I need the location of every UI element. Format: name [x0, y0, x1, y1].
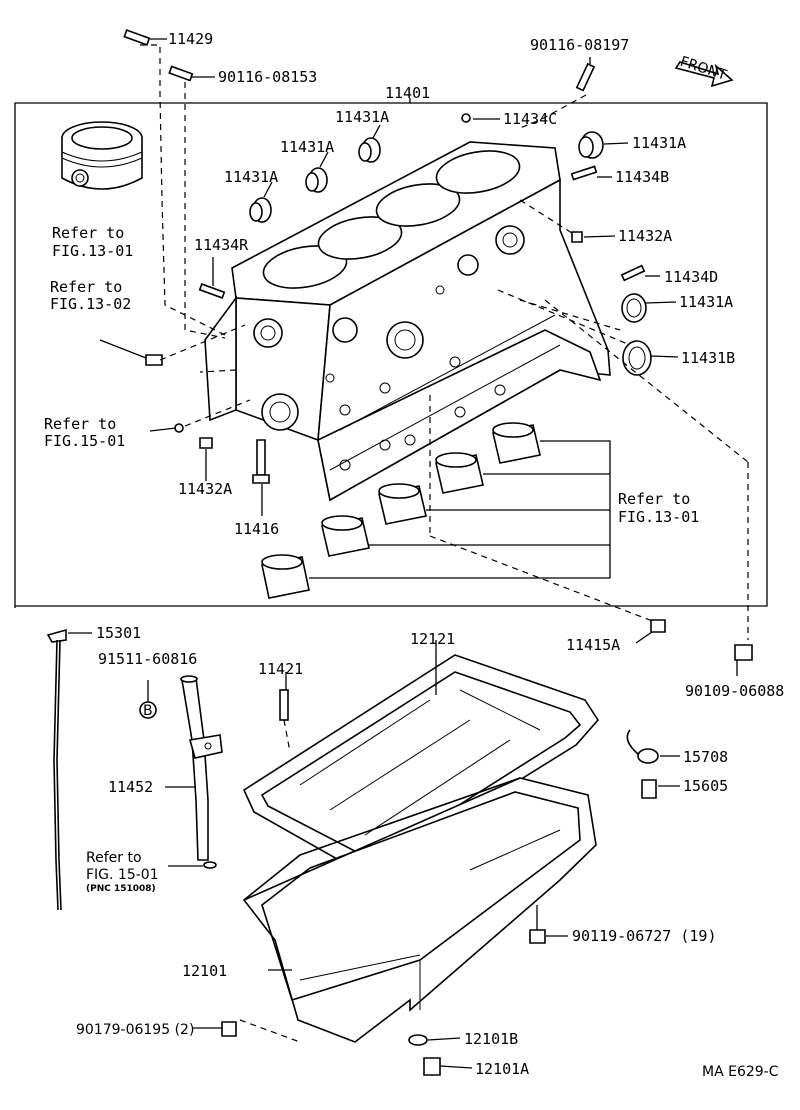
- label-11431A-b: 11431A: [280, 138, 334, 156]
- label-11431A-d: 11431A: [632, 134, 686, 152]
- label-15301: 15301: [96, 624, 141, 642]
- cylinder-block-illustration: [204, 141, 611, 502]
- label-11452: 11452: [108, 778, 153, 796]
- label-15605: 15605: [683, 777, 728, 795]
- ref-15-01-low-line1: Refer to: [86, 850, 142, 866]
- label-11434C: 11434C: [503, 110, 557, 128]
- label-11432A-a: 11432A: [618, 227, 672, 245]
- part-number-labels: 11429 90116-08153 90116-08197 11401 1143…: [76, 30, 784, 1080]
- label-91511-60816: 91511-60816: [98, 650, 197, 668]
- oil-pan-12101: [193, 777, 597, 1076]
- leader-lines: [99, 38, 738, 676]
- label-90179-06195: 90179-06195 (2): [76, 1022, 194, 1038]
- bearing-reference-bracket: [309, 440, 611, 579]
- label-90119-06727: 90119-06727 (19): [572, 927, 717, 945]
- label-11431B: 11431B: [681, 349, 735, 367]
- front-arrow: FRONT: [674, 54, 734, 88]
- label-12101: 12101: [182, 962, 227, 980]
- plug-11431A-e: [621, 293, 647, 323]
- label-11429: 11429: [168, 30, 213, 48]
- label-90109-06088: 90109-06088: [685, 682, 784, 700]
- ref-13-01-right-line2: FIG.13-01: [618, 508, 699, 526]
- plug-11431A-c: [249, 197, 272, 223]
- ref-13-01-right-line1: Refer to: [618, 490, 690, 508]
- plug-11431A-b: [305, 167, 328, 193]
- label-11431A-e: 11431A: [679, 293, 733, 311]
- dipstick-guide-tube: [139, 675, 223, 869]
- label-12101A: 12101A: [475, 1060, 529, 1078]
- callout-b: B: [143, 703, 153, 719]
- ref-15-01-low-line2: FIG. 15-01: [86, 867, 159, 883]
- bearing-2: [435, 452, 484, 494]
- ref-13-01-top-line1: Refer to: [52, 224, 124, 242]
- oil-pan-baffle-12121: [242, 640, 600, 873]
- cylinder-block-frame: [14, 98, 768, 608]
- label-90116-08153: 90116-08153: [218, 68, 317, 86]
- label-11421: 11421: [258, 660, 303, 678]
- label-90116-08197: 90116-08197: [530, 36, 629, 54]
- label-11431A-a: 11431A: [335, 108, 389, 126]
- main-bearings: [261, 422, 541, 599]
- bearing-1: [492, 422, 541, 464]
- label-11434R: 11434R: [194, 236, 249, 254]
- piston-illustration: [61, 121, 143, 190]
- plug-11431A-d: [578, 131, 604, 159]
- dashed-guides-top: [140, 44, 749, 640]
- expansion-plugs: [249, 131, 652, 376]
- label-12121: 12121: [410, 630, 455, 648]
- bearing-3: [378, 483, 427, 525]
- label-11434B: 11434B: [615, 168, 669, 186]
- diagram-code: MA E629-C: [702, 1064, 779, 1080]
- label-11401: 11401: [385, 84, 430, 102]
- bearing-4: [321, 515, 370, 557]
- ref-15-01-low-line3: (PNC 151008): [86, 884, 156, 894]
- ref-13-01-top-line2: FIG.13-01: [52, 242, 133, 260]
- ref-13-02-line2: FIG.13-02: [50, 295, 131, 313]
- ref-15-01-line2: FIG.15-01: [44, 432, 125, 450]
- plug-11431A-a: [358, 137, 381, 163]
- dipstick: [46, 628, 92, 911]
- label-11431A-c: 11431A: [224, 168, 278, 186]
- label-15708: 15708: [683, 748, 728, 766]
- label-11432A-b: 11432A: [178, 480, 232, 498]
- label-11434D: 11434D: [664, 268, 718, 286]
- reference-labels: Refer to FIG.13-01 Refer to FIG.13-02 Re…: [44, 224, 699, 894]
- label-11415A: 11415A: [566, 636, 620, 654]
- label-11416: 11416: [234, 520, 279, 538]
- drain-parts-15708-15605: [626, 729, 680, 799]
- front-label: FRONT: [678, 54, 729, 84]
- plug-11431B: [622, 340, 652, 376]
- ref-15-01-line1: Refer to: [44, 415, 116, 433]
- label-12101B: 12101B: [464, 1030, 518, 1048]
- ref-13-02-line1: Refer to: [50, 278, 122, 296]
- studs-and-pins: [123, 29, 753, 661]
- bearing-5: [261, 554, 310, 599]
